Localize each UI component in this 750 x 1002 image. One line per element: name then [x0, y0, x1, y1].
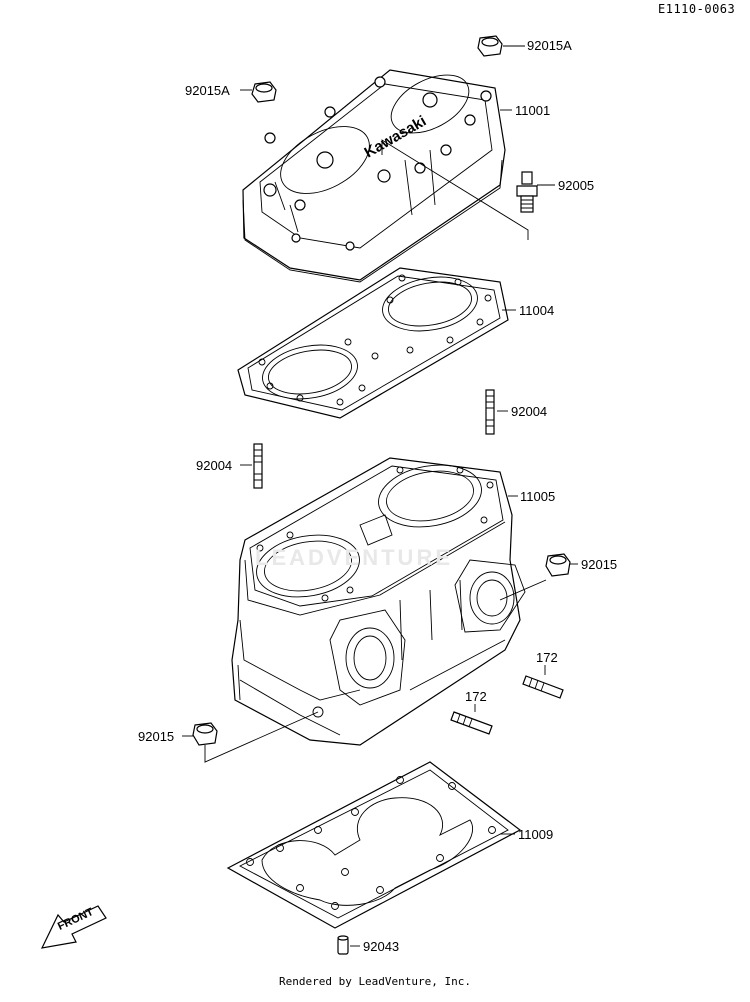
credit-line: Rendered by LeadVenture, Inc.: [278, 975, 472, 988]
callout-92015-left[interactable]: 92015: [138, 729, 175, 744]
cylinder-block[interactable]: [231, 457, 526, 746]
dowel-pin-92043[interactable]: [337, 935, 349, 955]
nut-92015a-top-right[interactable]: [477, 35, 503, 57]
nut-92015-left[interactable]: [192, 722, 218, 746]
stud-92004-right[interactable]: [485, 389, 495, 435]
head-gasket[interactable]: [237, 267, 509, 419]
stud-92004-left[interactable]: [253, 443, 263, 489]
fitting-92005[interactable]: [516, 171, 538, 213]
callout-92015-right[interactable]: 92015: [581, 557, 618, 572]
callout-11001[interactable]: 11001: [515, 103, 551, 118]
callout-92004-right[interactable]: 92004: [511, 404, 548, 419]
callout-172-left[interactable]: 172: [465, 689, 487, 704]
callout-92015a-top-left[interactable]: 92015A: [185, 83, 230, 98]
leader-lines: [182, 45, 578, 947]
callout-11009[interactable]: 11009: [518, 827, 554, 842]
callout-11005[interactable]: 11005: [520, 489, 556, 504]
cylinder-head[interactable]: Kawasaki: [242, 63, 506, 283]
callout-92004-left[interactable]: 92004: [196, 458, 233, 473]
front-arrow-icon: [40, 905, 107, 949]
callout-172-right[interactable]: 172: [536, 650, 558, 665]
base-gasket[interactable]: [226, 761, 522, 929]
watermark: LEADVENTURE: [255, 545, 454, 570]
reference-code: E1110-0063: [658, 2, 736, 16]
callout-11004[interactable]: 11004: [519, 303, 555, 318]
nut-92015a-top-left[interactable]: [251, 81, 277, 103]
callout-92015a-top-right[interactable]: 92015A: [527, 38, 572, 53]
nut-92015-right[interactable]: [545, 553, 571, 577]
stud-172-right[interactable]: [522, 675, 564, 699]
callout-92043[interactable]: 92043: [363, 939, 400, 954]
stud-172-left[interactable]: [450, 711, 493, 735]
callout-92005[interactable]: 92005: [558, 178, 595, 193]
